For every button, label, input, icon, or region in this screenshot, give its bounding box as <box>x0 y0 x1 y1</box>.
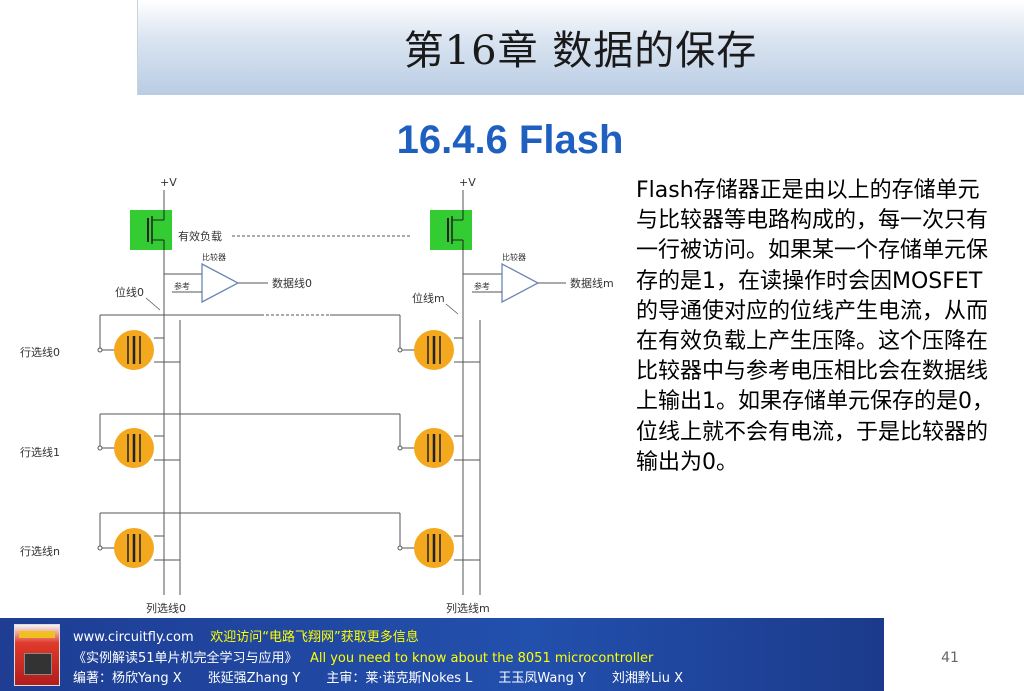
load-label: 有效负载 <box>178 229 222 243</box>
flash-circuit-diagram: +V 有效负载 比较器 参考 数据线0 位线0 +V <box>20 176 614 615</box>
column-line-label-left: 列选线0 <box>146 601 186 615</box>
footer-bar <box>0 618 884 691</box>
data-line-label-right: 数据线m <box>570 276 614 290</box>
footer-promo: 欢迎访问“电路飞翔网”获取更多信息 <box>210 630 419 645</box>
section-title: 16.4.6 Flash <box>396 118 624 162</box>
row-line-label-1: 行选线1 <box>20 445 60 459</box>
header-band <box>137 0 1024 95</box>
row-n: 行选线n <box>20 512 480 568</box>
book-cover-image <box>14 624 60 686</box>
footer-url-link[interactable]: www.circuitfly.com <box>73 630 194 645</box>
comparator-label-left: 比较器 <box>202 252 226 262</box>
footer-authors: 编著：杨欣Yang X 张延强Zhang Y 主审：莱·诺克斯Nokes L 王… <box>73 671 684 686</box>
data-line-label-left: 数据线0 <box>272 276 312 290</box>
page-number: 41 <box>941 650 959 666</box>
vdd-label-left: +V <box>160 176 177 189</box>
reference-label-left: 参考 <box>174 281 190 291</box>
comparator-label-right: 比较器 <box>502 252 526 262</box>
row-1: 行选线1 <box>20 413 480 468</box>
chapter-title: 第16章 数据的保存 <box>403 28 758 74</box>
column-line-label-right: 列选线m <box>446 601 490 615</box>
column-m: +V 比较器 参考 数据线m 位线m <box>412 176 614 595</box>
bit-line-label-left: 位线0 <box>115 285 144 299</box>
body-paragraph: Flash存储器正是由以上的存储单元与比较器等电路构成的，每一次只有一行被访问。… <box>636 178 994 475</box>
vdd-label-right: +V <box>459 176 476 189</box>
load-highlight-left <box>130 210 172 250</box>
row-0: 行选线0 <box>20 314 481 595</box>
column-0: +V 有效负载 比较器 参考 数据线0 位线0 <box>115 176 410 595</box>
footer-book-cn: 《实例解读51单片机完全学习与应用》 <box>73 651 298 666</box>
footer-page-area <box>884 618 1024 691</box>
footer-line-1: www.circuitfly.com 欢迎访问“电路飞翔网”获取更多信息 <box>73 626 419 645</box>
footer-line-2: 《实例解读51单片机完全学习与应用》 All you need to know … <box>73 647 653 666</box>
footer-book-en: All you need to know about the 8051 micr… <box>309 651 654 666</box>
load-highlight-right <box>430 210 472 250</box>
row-line-label-0: 行选线0 <box>20 345 60 359</box>
bit-line-label-right: 位线m <box>412 291 445 305</box>
row-line-label-n: 行选线n <box>20 544 60 558</box>
reference-label-right: 参考 <box>474 281 490 291</box>
